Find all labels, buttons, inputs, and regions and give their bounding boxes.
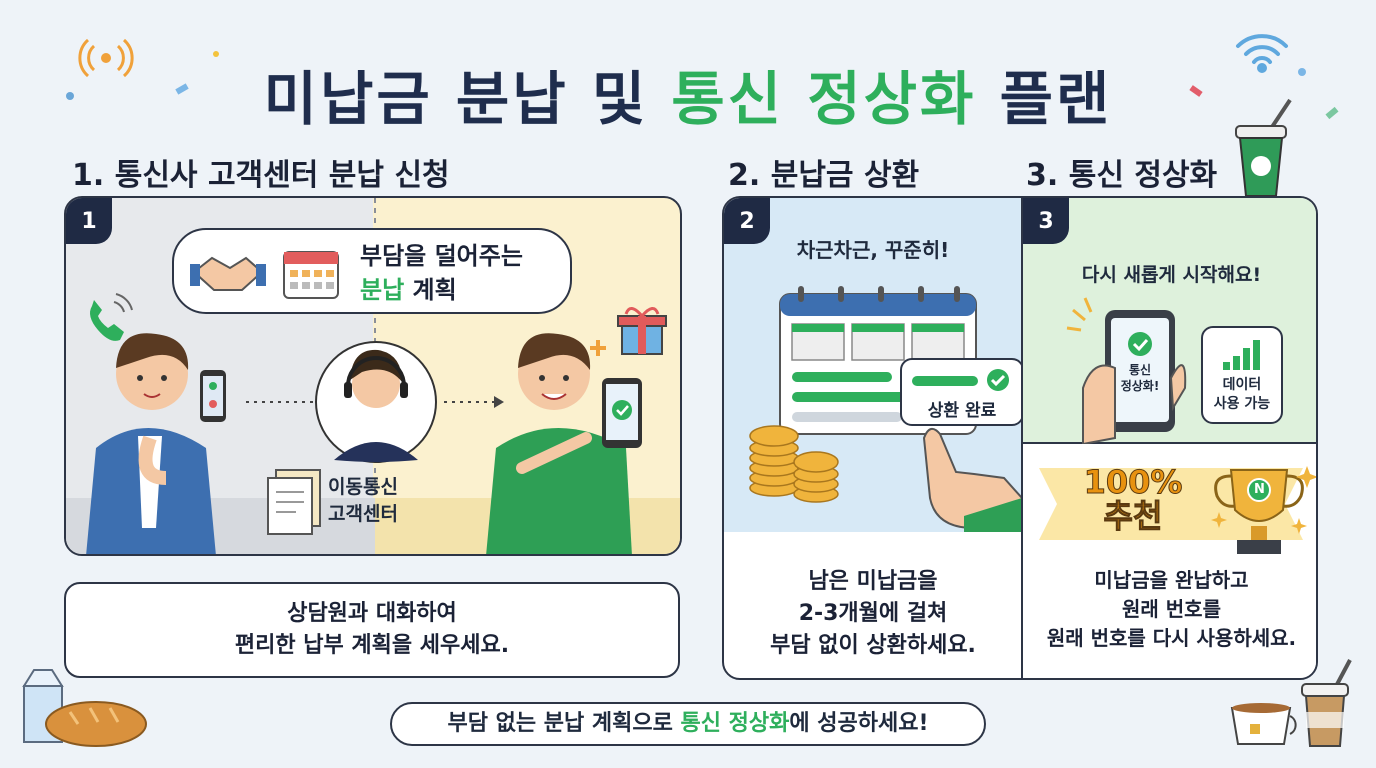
wifi-icon [1236, 34, 1288, 73]
step3-description-line3: 원래 번호를 다시 사용하세요. [1046, 626, 1297, 650]
title-text-end: 플랜 [976, 65, 1113, 133]
step1-description-line1: 상담원과 대화하여 [287, 601, 457, 626]
footer-text: 부담 없는 분납 계획으로 [447, 711, 681, 736]
phone-call-icon [90, 293, 133, 341]
step3-heading: 3. 통신 정상화 [1026, 158, 1218, 193]
call-center-operator [315, 341, 437, 463]
phone-screen-line2: 정상화! [1120, 379, 1160, 394]
bubble-line2: 분납 계획 [360, 274, 523, 308]
signal-bars-icon [1223, 340, 1260, 370]
bubble-line1: 부담을 덜어주는 [360, 242, 523, 270]
pointing-hand-icon [922, 427, 1022, 532]
tea-cup-icon [1230, 703, 1297, 745]
call-center-label-line2: 고객센터 [328, 502, 398, 525]
step1-heading: 1. 통신사 고객센터 분납 신청 [72, 158, 450, 193]
steps-divider [1021, 198, 1023, 678]
step2-description-line2: 2-3개월에 걸쳐 [798, 600, 948, 626]
footer-text-end: 에 성공하세요! [789, 711, 929, 736]
badge-line2: 추천 [1103, 496, 1163, 535]
badge-line1: 100% [1083, 463, 1183, 501]
step1-description: 상담원과 대화하여 편리한 납부 계획을 세우세요. [66, 598, 678, 662]
man-on-phone [86, 333, 226, 554]
hand-holding-phone [1082, 310, 1187, 444]
sparkle-lines-icon [1066, 297, 1093, 332]
step3-description-line2: 원래 번호를 [1122, 597, 1221, 621]
step2-description-line1: 남은 미납금을 [808, 569, 938, 594]
coin-stack-icon [749, 425, 839, 503]
recommend-badge-text: 100% 추천 [1053, 463, 1213, 535]
step1-number-tag: 1 [66, 198, 112, 244]
repayment-complete-popup: 상환 완료 [900, 358, 1024, 426]
call-center-label: 이동통신 고객센터 [328, 474, 398, 527]
title-text: 미납금 분납 및 [263, 65, 672, 133]
bubble-highlight: 분납 [360, 275, 405, 304]
step3-tagline: 다시 새롭게 시작해요! [1081, 264, 1262, 286]
title-highlight: 통신 정상화 [671, 65, 977, 133]
step3-illustration [1066, 297, 1187, 444]
steps-2-3-frame: 2 차근차근, 꾸준히! [722, 196, 1318, 680]
step1-illustration [66, 198, 680, 554]
handshake-icon [190, 256, 266, 291]
page-title: 미납금 분납 및 통신 정상화 플랜 [0, 52, 1376, 136]
call-center-label-line1: 이동통신 [328, 476, 398, 498]
gift-icon [617, 307, 667, 355]
calendar-icon [283, 251, 339, 299]
data-label-line1: 데이터 [1222, 377, 1262, 393]
step1-description-line2: 편리한 납부 계획을 세우세요. [234, 632, 510, 658]
progress-check-icon [912, 369, 1009, 391]
bubble-text: 부담을 덜어주는 분납 계획 [360, 240, 523, 307]
footer-highlight: 통신 정상화 [680, 711, 790, 736]
step2-panel: 2 차근차근, 꾸준히! [724, 198, 1024, 532]
recommend-badge-illustration [1039, 466, 1316, 554]
step2-number-tag: 2 [724, 198, 770, 244]
step3-description: 미납금을 완납하고 원래 번호를 원래 번호를 다시 사용하세요. [1023, 566, 1316, 653]
step2-heading: 2. 분납금 상환 [728, 158, 920, 193]
step2-description-line3: 부담 없이 상환하세요. [770, 632, 976, 658]
step3-description-line1: 미납금을 완납하고 [1094, 568, 1249, 592]
footer-banner: 부담 없는 분납 계획으로 통신 정상화에 성공하세요! [390, 702, 986, 746]
step1-description-card: 상담원과 대화하여 편리한 납부 계획을 세우세요. [64, 582, 680, 678]
step2-tagline: 차근차근, 꾸준히! [796, 238, 950, 262]
step3-panel: 3 다시 새롭게 시작해요! 통신 정상화! [1023, 198, 1316, 444]
sparkle-icon [1211, 466, 1316, 534]
coffee-cup-icon [1235, 98, 1292, 197]
step3-bottom: N 100% 추천 미납금을 완납하고 원래 번호를 원래 번호를 다시 사용하… [1023, 446, 1316, 678]
plus-icon [590, 340, 606, 356]
data-label-line2: 사용 가능 [1213, 395, 1271, 412]
document-icon [267, 469, 321, 535]
step3-number-tag: 3 [1023, 198, 1069, 244]
trophy-icon [1214, 469, 1304, 554]
popup-label: 상환 완료 [927, 401, 997, 421]
bubble-rest: 계획 [404, 275, 457, 304]
phone-screen-line1: 통신 [1128, 363, 1152, 377]
plan-speech-bubble: 부담을 덜어주는 분납 계획 [172, 228, 572, 314]
happy-man-with-phone [486, 333, 642, 554]
broadcast-icon [78, 38, 134, 78]
bread-icon [45, 701, 147, 747]
coffee-togo-icon [1301, 659, 1352, 747]
handshake-calendar-icons [190, 251, 339, 299]
step2-description: 남은 미납금을 2-3개월에 걸쳐 부담 없이 상환하세요. [724, 566, 1022, 662]
phone-screen-text: 통신 정상화! [1111, 362, 1169, 394]
step1-panel: 1 [64, 196, 682, 556]
data-available-card: 데이터 사용 가능 [1201, 326, 1283, 424]
trophy-letter: N [1254, 482, 1265, 497]
data-available-text: 데이터 사용 가능 [1203, 376, 1281, 414]
